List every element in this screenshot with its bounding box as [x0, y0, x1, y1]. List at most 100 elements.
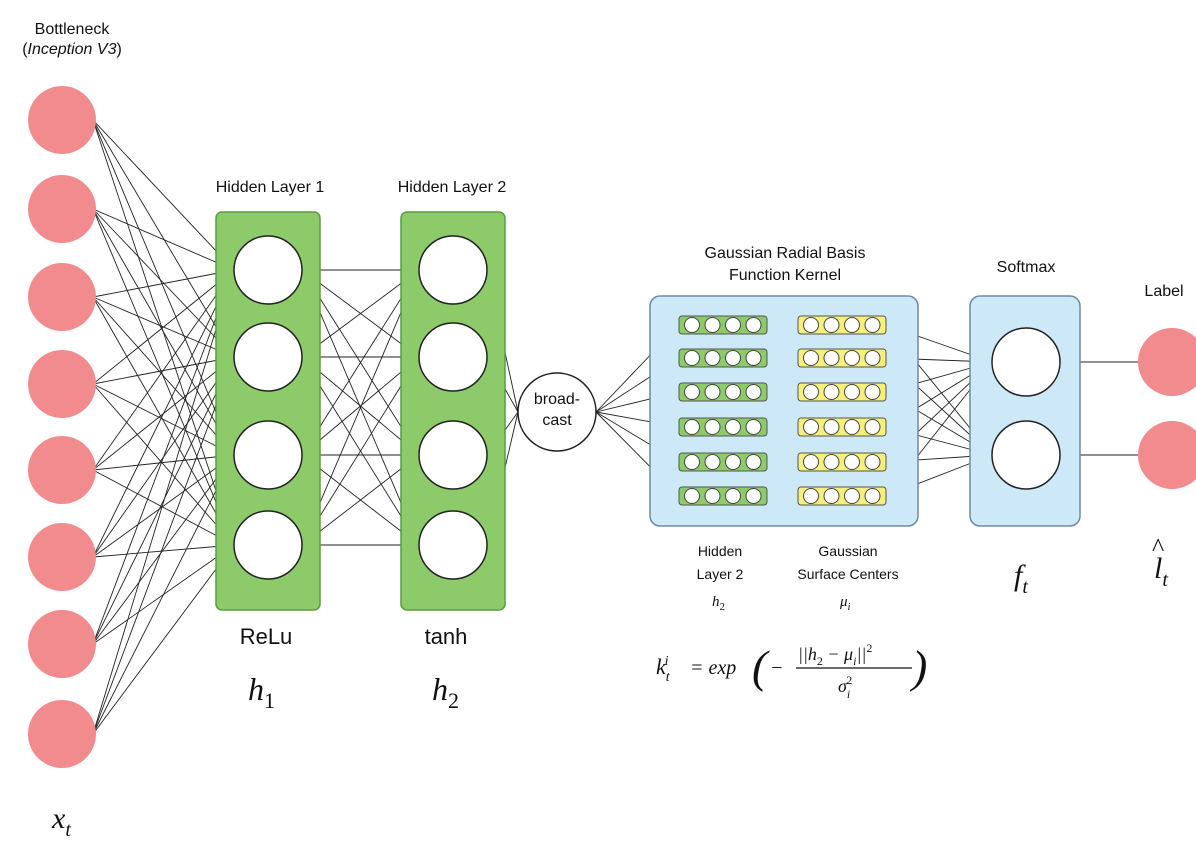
- hidden-1-node: [233, 235, 303, 305]
- rbf-title-line1: Gaussian Radial Basis: [705, 245, 866, 262]
- bar-unit: [864, 454, 881, 470]
- input-node: [28, 523, 96, 591]
- connection-line: [92, 208, 235, 456]
- bar-unit: [864, 317, 881, 333]
- bar-unit: [684, 317, 700, 333]
- bar-unit: [864, 350, 881, 366]
- hidden-2-node: [418, 420, 488, 490]
- bar-unit: [725, 384, 741, 400]
- bar-unit: [725, 419, 741, 435]
- rbf-left-caption-line2: Layer 2: [697, 566, 744, 582]
- bar-unit: [844, 384, 860, 400]
- input-layer-nodes: [28, 86, 96, 768]
- broadcast-label-line1: broad-: [534, 391, 580, 408]
- yellow-center-bar: [797, 315, 887, 335]
- bar-unit: [684, 350, 700, 366]
- connection-line: [92, 383, 235, 456]
- bottleneck-subtitle: (Inception V3): [22, 41, 122, 58]
- bar-unit: [803, 488, 819, 504]
- bottleneck-label: Bottleneck: [35, 21, 111, 38]
- softmax-title: Softmax: [997, 259, 1056, 276]
- bar-unit: [844, 317, 860, 333]
- bar-unit: [823, 317, 840, 333]
- connection-line: [92, 119, 235, 456]
- yellow-center-bar: [797, 382, 887, 402]
- bar-unit: [823, 384, 840, 400]
- bar-unit: [803, 419, 819, 435]
- connection-line: [92, 269, 235, 298]
- connection-line: [92, 269, 235, 645]
- bar-unit: [844, 350, 860, 366]
- bar-unit: [704, 488, 721, 504]
- bar-unit: [844, 488, 860, 504]
- bar-unit: [745, 350, 762, 366]
- connection-line: [92, 544, 235, 558]
- input-variable-label: xt: [51, 802, 71, 841]
- bar-unit: [823, 488, 840, 504]
- bar-unit: [684, 454, 700, 470]
- input-node: [28, 436, 96, 504]
- hidden-1-node: [233, 322, 303, 392]
- bar-unit: [803, 454, 819, 470]
- connection-line: [92, 296, 235, 546]
- connection-line: [92, 356, 235, 735]
- hidden-layer-1-title: Hidden Layer 1: [216, 179, 325, 196]
- hidden-layer-1-variable: h1: [248, 671, 275, 713]
- broadcast-node: [517, 372, 597, 452]
- softmax-node: [991, 327, 1061, 397]
- input-node: [28, 700, 96, 768]
- connection-line: [92, 469, 235, 546]
- yellow-center-bar: [797, 348, 887, 368]
- rbf-right-variable: μi: [839, 594, 851, 613]
- bar-unit: [803, 317, 819, 333]
- connection-line: [92, 119, 235, 358]
- output-node: [1138, 421, 1196, 489]
- bar-unit: [725, 317, 741, 333]
- connection-line: [92, 454, 235, 471]
- rbf-left-caption-line1: Hidden: [698, 543, 742, 559]
- connection-line: [92, 269, 235, 735]
- bar-unit: [704, 419, 721, 435]
- formula-minus: −: [770, 657, 784, 679]
- bar-unit: [725, 454, 741, 470]
- bar-unit: [684, 488, 700, 504]
- input-node: [28, 175, 96, 243]
- connection-line: [92, 454, 235, 645]
- bar-unit: [864, 419, 881, 435]
- formula-numerator: ||h2 − μi||2: [798, 641, 872, 668]
- hidden-layer-2-activation: tanh: [425, 624, 468, 649]
- connection-line: [92, 119, 235, 271]
- bar-unit: [725, 488, 741, 504]
- connection-line: [92, 544, 235, 735]
- label-title: Label: [1144, 283, 1183, 300]
- rbf-title-line2: Function Kernel: [729, 267, 841, 284]
- connection-line: [92, 383, 235, 546]
- input-node: [28, 86, 96, 154]
- bar-unit: [704, 454, 721, 470]
- rbf-kernel-bars: [678, 315, 887, 506]
- yellow-center-bar: [797, 452, 887, 472]
- hidden-layer-2-variable: h2: [432, 671, 459, 713]
- hidden-layer-2-box: [400, 211, 506, 611]
- bar-unit: [844, 454, 860, 470]
- connection-line: [301, 356, 420, 456]
- bar-unit: [864, 488, 881, 504]
- connection-line: [301, 269, 420, 456]
- softmax-nodes: [991, 327, 1061, 490]
- hidden-layer-2-title: Hidden Layer 2: [398, 179, 507, 196]
- connection-line: [301, 269, 420, 358]
- bar-unit: [684, 384, 700, 400]
- output-nodes: [1138, 328, 1196, 489]
- green-feature-bar: [678, 452, 768, 472]
- formula-denominator: σi2: [838, 673, 852, 701]
- bar-unit: [704, 384, 721, 400]
- bar-unit: [704, 350, 721, 366]
- green-feature-bar: [678, 348, 768, 368]
- formula-right-paren: ): [909, 641, 927, 692]
- formula-lhs: kti: [656, 654, 671, 685]
- bar-unit: [803, 384, 819, 400]
- connection-line: [301, 454, 420, 546]
- hidden-2-node: [418, 322, 488, 392]
- bar-unit: [844, 419, 860, 435]
- bar-unit: [745, 454, 762, 470]
